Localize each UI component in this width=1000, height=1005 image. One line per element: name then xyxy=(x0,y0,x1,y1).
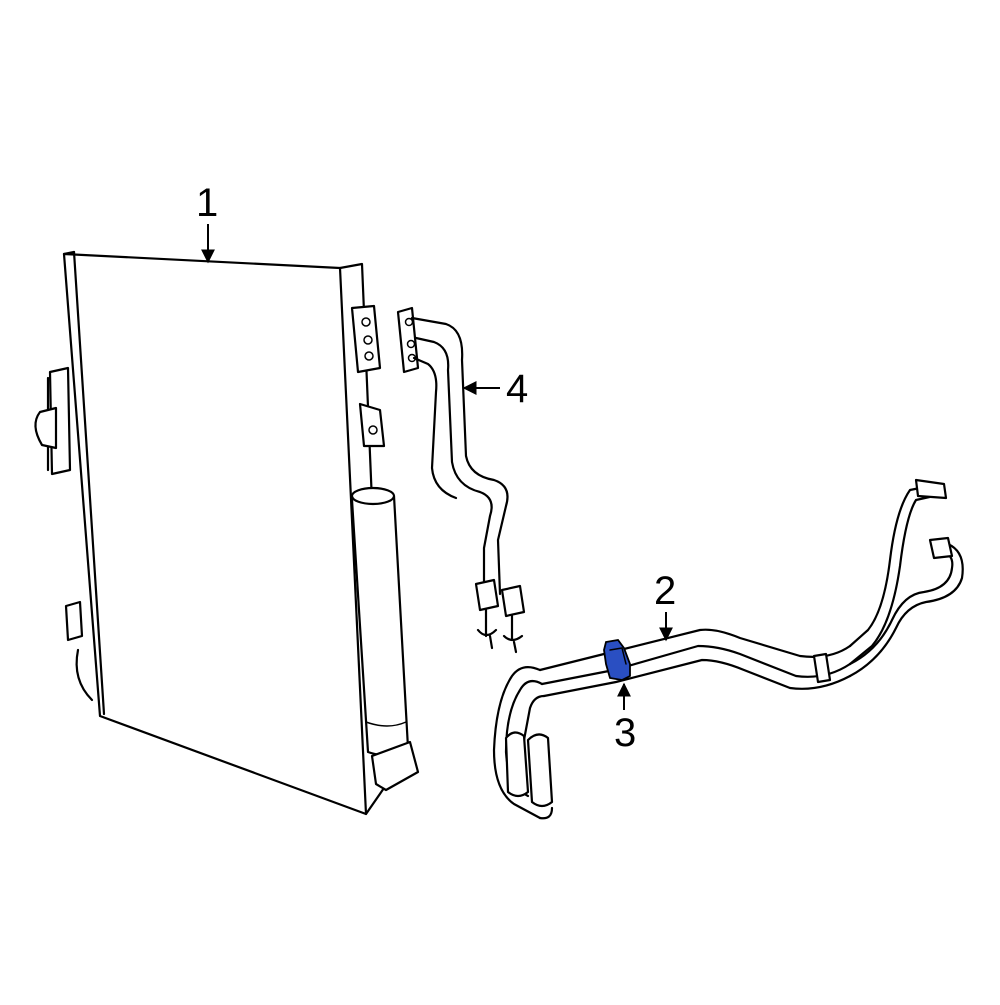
callout-label-3: 3 xyxy=(614,711,636,755)
ac-line-4[interactable] xyxy=(396,306,526,654)
clip-3-shape xyxy=(603,639,631,681)
condenser-assembly[interactable] xyxy=(34,250,420,816)
line-2-hose-end-left xyxy=(504,731,530,798)
line-4-fitting-right xyxy=(500,584,526,654)
callout-label-4: 4 xyxy=(506,367,528,411)
condenser-core xyxy=(62,252,386,816)
line-2-clip xyxy=(812,652,832,684)
line-2-hose-end-right xyxy=(526,733,554,808)
line-4-fitting-left xyxy=(474,578,500,650)
condenser-right-brackets xyxy=(350,304,386,448)
condenser-left-tank xyxy=(34,366,94,702)
highlighted-clip-3[interactable] xyxy=(603,639,631,681)
callout-arrows xyxy=(201,224,673,710)
callout-label-2: 2 xyxy=(654,569,676,613)
line-4-flange xyxy=(396,306,420,374)
ac-line-2[interactable] xyxy=(492,478,964,820)
line-2-lower-fitting xyxy=(928,536,954,560)
receiver-drier xyxy=(350,486,420,792)
line-2-upper-fitting xyxy=(914,478,948,500)
callout-label-1: 1 xyxy=(196,181,218,225)
